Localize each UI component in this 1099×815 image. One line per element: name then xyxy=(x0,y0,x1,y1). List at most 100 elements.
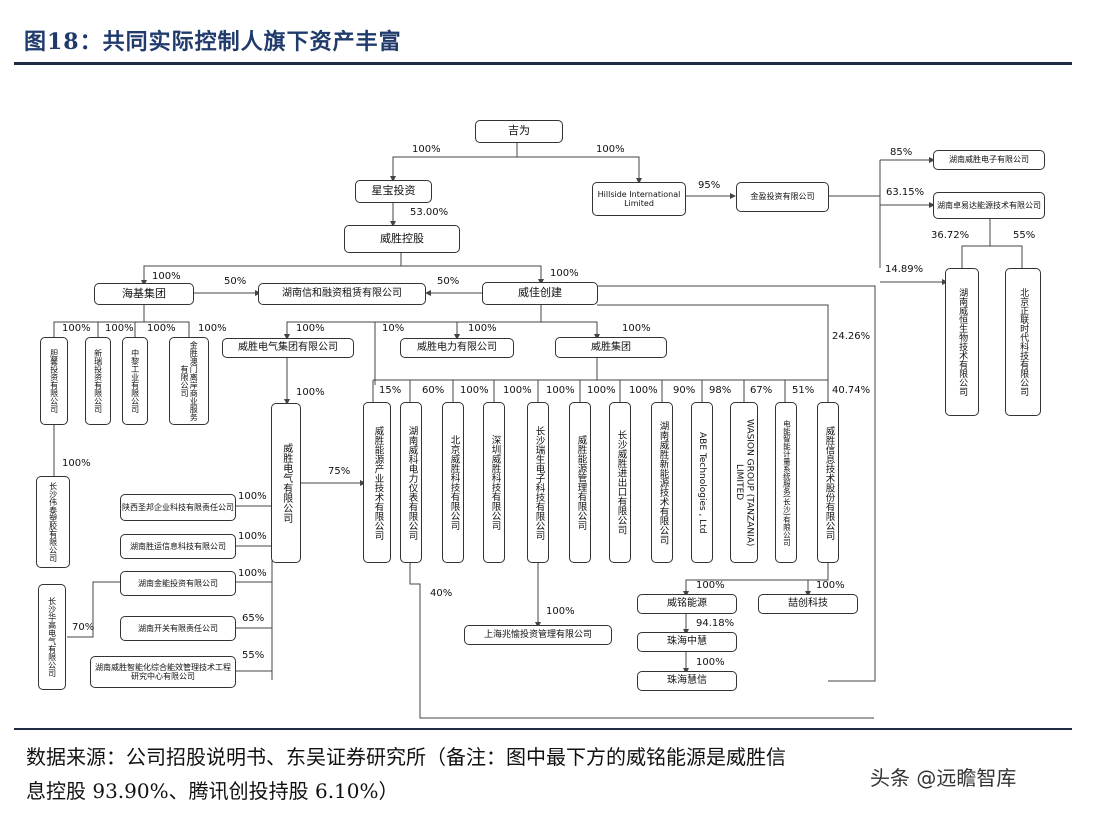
pct-label: 40.74% xyxy=(832,385,871,396)
pct-label: 14.89% xyxy=(885,264,924,275)
node-c-cs-jinchukou: 长沙威胜进出口有限公司 xyxy=(609,402,631,563)
pct-label: 15% xyxy=(379,385,402,396)
pct-label: 53.00% xyxy=(410,207,449,218)
pct-label: 90% xyxy=(673,385,696,396)
node-zhuhai-zhonghui: 珠海中慧 xyxy=(637,632,737,652)
pct-label: 100% xyxy=(147,323,176,334)
pct-label: 100% xyxy=(105,323,134,334)
watermark: 头条 @远瞻智库 xyxy=(870,766,1017,790)
node-weiming: 威铭能源 xyxy=(637,594,737,614)
node-zhongli: 中黎工业有限公司 xyxy=(122,337,148,425)
pct-label: 98% xyxy=(709,385,732,396)
source-line-2: 息控股 93.90%、腾讯创投持股 6.10%） xyxy=(26,779,399,803)
node-c-sz-weisheng: 深圳威胜科技有限公司 xyxy=(483,402,505,563)
node-sh-zhaoyu: 上海兆愉投资管理有限公司 xyxy=(464,625,612,645)
pct-label: 100% xyxy=(546,606,575,617)
pct-label: 100% xyxy=(629,385,658,396)
node-c-nengyuan-chanye: 威胜能源产业技术有限公司 xyxy=(363,402,391,563)
node-cs-huagao: 长沙华高电气有限公司 xyxy=(38,584,66,690)
pct-label: 100% xyxy=(550,268,579,279)
pct-label: 100% xyxy=(198,323,227,334)
node-xingbao: 星宝投资 xyxy=(355,180,432,203)
pct-label: 67% xyxy=(750,385,773,396)
footer-rule xyxy=(14,728,1072,730)
pct-label: 100% xyxy=(596,144,625,155)
node-jiechuang: 喆创科技 xyxy=(758,594,858,614)
pct-label: 100% xyxy=(503,385,532,396)
node-c-hn-xinnengyuan: 湖南威胜新能源技术有限公司 xyxy=(651,402,673,563)
node-weisheng-dl: 威胜电力有限公司 xyxy=(400,338,514,358)
pct-label: 100% xyxy=(296,387,325,398)
pct-label: 100% xyxy=(62,323,91,334)
node-weisheng-kg: 威胜控股 xyxy=(344,225,460,253)
pct-label: 100% xyxy=(238,531,267,542)
node-weisheng-group: 威胜集团 xyxy=(555,337,667,358)
node-hn-znh: 湖南威胜智能化综合能效管理技术工程研究中心有限公司 xyxy=(90,656,236,688)
pct-label: 100% xyxy=(622,323,651,334)
header-rule xyxy=(14,62,1072,65)
node-jiwei: 吉为 xyxy=(475,120,563,143)
node-hn-zhuoyi: 湖南卓易达能源技术有限公司 xyxy=(933,192,1045,219)
node-hn-shengyun: 湖南胜运信息科技有限公司 xyxy=(120,534,236,559)
pct-label: 51% xyxy=(792,385,815,396)
pct-label: 100% xyxy=(296,323,325,334)
node-jinying: 金盈投资有限公司 xyxy=(736,182,829,212)
pct-label: 100% xyxy=(62,458,91,469)
node-hn-xinhe: 湖南信和融资租赁有限公司 xyxy=(258,283,426,305)
node-c-nengyuan-guanli: 威胜能源管理有限公司 xyxy=(569,402,591,563)
node-weijia: 威佳创建 xyxy=(482,282,598,305)
node-hn-weiheng: 湖南威恒生物技术有限公司 xyxy=(945,268,979,416)
pct-label: 100% xyxy=(587,385,616,396)
node-c-cs-ruisheng: 长沙瑞生电子科技有限公司 xyxy=(527,402,549,563)
node-xinrui: 新瑞投资有限公司 xyxy=(85,337,111,425)
node-sx-sz: 陕西圣邦企业科技有限责任公司 xyxy=(120,494,236,521)
source-line-1: 数据来源：公司招股说明书、东吴证券研究所（备注：图中最下方的威铭能源是威胜信 xyxy=(26,745,786,769)
node-c-dianneng: 电能智能计量系统服务(长沙)有限公司 xyxy=(775,402,797,563)
pct-label: 50% xyxy=(224,276,247,287)
pct-label: 100% xyxy=(696,580,725,591)
pct-label: 55% xyxy=(1013,230,1036,241)
pct-label: 100% xyxy=(816,580,845,591)
source-note: 数据来源：公司招股说明书、东吴证券研究所（备注：图中最下方的威铭能源是威胜信 息… xyxy=(26,740,1056,808)
node-haiji: 海基集团 xyxy=(94,283,194,305)
pct-label: 100% xyxy=(238,568,267,579)
node-weisheng-dq-group: 威胜电气集团有限公司 xyxy=(222,338,354,358)
node-bj-zhenglian: 北京正联时代科技有限公司 xyxy=(1005,268,1041,416)
node-c-abe: ABE Technologies , Ltd xyxy=(691,402,713,563)
pct-label: 70% xyxy=(72,622,95,633)
node-c-xinxi: 威胜信息技术股份有限公司 xyxy=(817,402,839,563)
pct-label: 100% xyxy=(546,385,575,396)
node-hillside: Hillside International Limited xyxy=(592,182,686,216)
node-cs-weitai: 长沙伟泰塑胶有限公司 xyxy=(36,476,70,568)
pct-label: 10% xyxy=(382,323,405,334)
pct-label: 40% xyxy=(430,588,453,599)
pct-label: 94.18% xyxy=(696,618,735,629)
pct-label: 100% xyxy=(460,385,489,396)
pct-label: 85% xyxy=(890,147,913,158)
node-zhuhai-huixin: 珠海慧信 xyxy=(637,671,737,691)
pct-label: 60% xyxy=(422,385,445,396)
pct-label: 100% xyxy=(152,271,181,282)
pct-label: 100% xyxy=(238,491,267,502)
pct-label: 75% xyxy=(328,466,351,477)
pct-label: 95% xyxy=(698,180,721,191)
node-c-bj-weisheng: 北京威胜科技有限公司 xyxy=(442,402,464,563)
node-jsam: 金胜澳门离岸商业服务有限公司 xyxy=(169,337,209,425)
pct-label: 100% xyxy=(468,323,497,334)
node-hn-kaiguan: 湖南开关有限责任公司 xyxy=(120,616,236,641)
node-c-wasion: WASION GROUP (TANZANIA) LIMITED xyxy=(730,402,758,563)
pct-label: 24.26% xyxy=(832,331,871,342)
pct-label: 100% xyxy=(696,657,725,668)
pct-label: 63.15% xyxy=(886,187,925,198)
node-dd-invest: 胆馨投资有限公司 xyxy=(40,337,68,425)
figure-title: 图18：共同实际控制人旗下资产丰富 xyxy=(24,29,402,55)
node-weisheng-dq: 威胜电气有限公司 xyxy=(271,403,301,563)
node-hn-jinneng: 湖南金能投资有限公司 xyxy=(120,571,236,596)
pct-label: 50% xyxy=(437,276,460,287)
pct-label: 65% xyxy=(242,613,265,624)
pct-label: 100% xyxy=(412,144,441,155)
node-hn-weisheng-dianzi: 湖南威胜电子有限公司 xyxy=(933,150,1045,170)
node-c-weike-yibiao: 湖南威科电力仪表有限公司 xyxy=(400,402,422,563)
pct-label: 36.72% xyxy=(931,230,970,241)
